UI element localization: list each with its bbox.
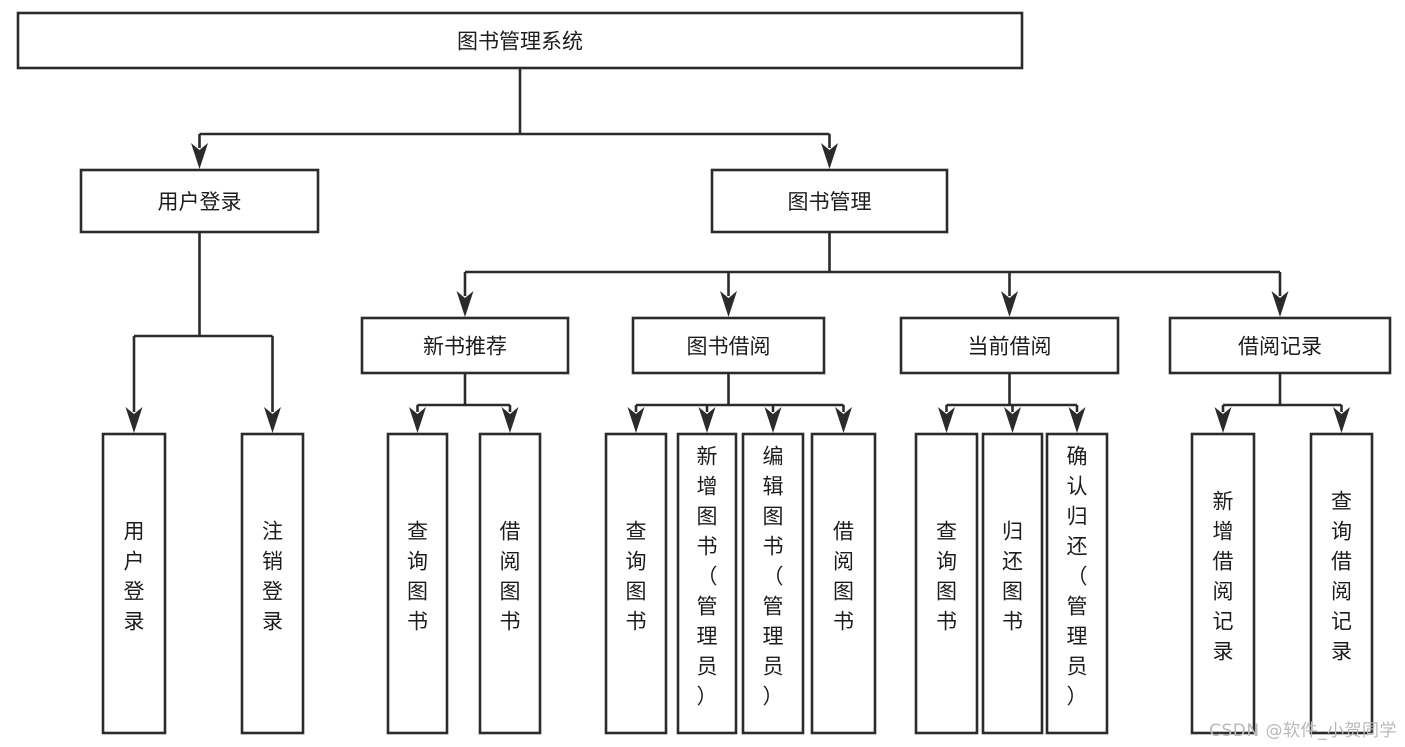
arrow-head-icon: [764, 407, 782, 433]
arrow-head-icon: [627, 407, 645, 433]
node-label: 归还图书: [1002, 520, 1023, 634]
arrow-head-icon: [938, 407, 955, 433]
node-label: 查询借阅记录: [1331, 490, 1352, 664]
node-leaf-add-book[interactable]: 新增图书（管理员）: [676, 432, 738, 735]
node-box[interactable]: [676, 432, 738, 735]
node-label: 新增借阅记录: [1213, 490, 1234, 664]
node-label: 用户登录: [158, 190, 242, 214]
node-label: 新增图书（管理员）: [697, 445, 718, 709]
node-leaf-query-book-1[interactable]: 查询图书: [386, 432, 449, 735]
node-leaf-confirm-return[interactable]: 确认归还（管理员）: [1045, 432, 1109, 735]
arrow-head-icon: [191, 143, 208, 169]
node-box[interactable]: [79, 168, 320, 234]
node-label: 查询图书: [626, 520, 647, 634]
node-root[interactable]: 图书管理系统: [16, 11, 1024, 70]
arrow-head-icon: [1068, 407, 1086, 433]
node-label: 借阅图书: [833, 520, 854, 634]
node-label: 当前借阅: [968, 335, 1052, 359]
node-box[interactable]: [914, 432, 979, 735]
node-box[interactable]: [1190, 432, 1256, 735]
node-label: 查询图书: [407, 520, 428, 634]
node-label: 借阅图书: [500, 520, 521, 634]
edge-group-borrow-record: [1214, 373, 1350, 433]
node-box[interactable]: [741, 432, 805, 735]
node-box[interactable]: [1045, 432, 1109, 735]
node-label: 新书推荐: [423, 335, 507, 359]
arrow-head-icon: [835, 407, 852, 433]
node-box[interactable]: [810, 432, 877, 735]
node-leaf-query-book-3[interactable]: 查询图书: [914, 432, 979, 735]
node-book-borrow[interactable]: 图书借阅: [631, 316, 826, 375]
edge-group-new-book-recommend: [409, 373, 519, 433]
arrow-head-icon: [125, 407, 143, 433]
node-box[interactable]: [1309, 432, 1374, 735]
node-box[interactable]: [631, 316, 826, 375]
node-current-borrow[interactable]: 当前借阅: [899, 316, 1120, 375]
edge-group-current-borrow: [938, 373, 1086, 433]
arrow-head-icon: [1333, 407, 1350, 433]
arrow-head-icon: [1001, 291, 1018, 317]
node-leaf-borrow-book-1[interactable]: 借阅图书: [478, 432, 542, 735]
arrow-head-icon: [1271, 291, 1289, 317]
node-label: 确认归还（管理员）: [1067, 445, 1088, 709]
node-box[interactable]: [899, 316, 1120, 375]
edge-group-root: [191, 68, 838, 169]
arrow-head-icon: [720, 291, 737, 317]
node-label: 查询图书: [936, 520, 957, 634]
node-label: 图书管理系统: [457, 30, 583, 54]
node-leaf-edit-book[interactable]: 编辑图书（管理员）: [741, 432, 805, 735]
edge-group-book-manage: [456, 232, 1289, 317]
arrow-head-icon: [409, 407, 426, 433]
node-leaf-add-record[interactable]: 新增借阅记录: [1190, 432, 1256, 735]
node-leaf-user-login[interactable]: 用户登录: [101, 432, 167, 735]
node-label: 编辑图书（管理员）: [763, 445, 784, 709]
edges-layer: [125, 68, 1350, 433]
nodes-layer: 图书管理系统用户登录图书管理新书推荐图书借阅当前借阅借阅记录用户登录注销登录查询…: [16, 11, 1392, 735]
node-box[interactable]: [1168, 316, 1392, 375]
edge-group-user-login: [125, 232, 281, 433]
node-box[interactable]: [360, 316, 570, 375]
arrow-head-icon: [1004, 407, 1021, 433]
node-leaf-user-logout[interactable]: 注销登录: [240, 432, 305, 735]
node-label: 用户登录: [124, 520, 145, 634]
node-new-book-recommend[interactable]: 新书推荐: [360, 316, 570, 375]
node-leaf-query-book-2[interactable]: 查询图书: [604, 432, 668, 735]
node-user-login[interactable]: 用户登录: [79, 168, 320, 234]
node-leaf-return-book[interactable]: 归还图书: [981, 432, 1044, 735]
node-box[interactable]: [710, 168, 949, 234]
node-label: 注销登录: [262, 520, 283, 634]
node-box[interactable]: [101, 432, 167, 735]
node-box[interactable]: [16, 11, 1024, 70]
node-borrow-record[interactable]: 借阅记录: [1168, 316, 1392, 375]
node-leaf-borrow-book-2[interactable]: 借阅图书: [810, 432, 877, 735]
node-book-manage[interactable]: 图书管理: [710, 168, 949, 234]
arrow-head-icon: [698, 407, 716, 433]
arrow-head-icon: [456, 291, 474, 317]
node-box[interactable]: [981, 432, 1044, 735]
arrow-head-icon: [501, 407, 519, 433]
node-box[interactable]: [240, 432, 305, 735]
node-box[interactable]: [478, 432, 542, 735]
node-label: 图书管理: [788, 190, 872, 214]
node-box[interactable]: [386, 432, 449, 735]
arrow-head-icon: [264, 407, 281, 433]
node-box[interactable]: [604, 432, 668, 735]
node-label: 图书借阅: [687, 335, 771, 359]
node-leaf-query-record[interactable]: 查询借阅记录: [1309, 432, 1374, 735]
edge-group-book-borrow: [627, 373, 852, 433]
node-label: 借阅记录: [1238, 335, 1322, 359]
arrow-head-icon: [1214, 407, 1232, 433]
arrow-head-icon: [821, 143, 838, 169]
